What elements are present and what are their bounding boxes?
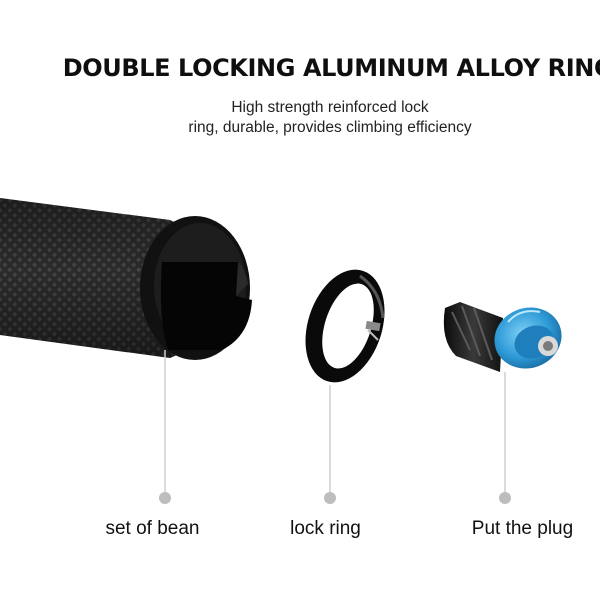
grip-image [0, 198, 252, 360]
subtitle-line-1: High strength reinforced lock [231, 99, 429, 116]
guide-line-ring [324, 385, 336, 504]
heading-subtitle: High strength reinforced lock ring, dura… [150, 98, 510, 138]
guide-line-bean [159, 350, 171, 504]
label-put-the-plug: Put the plug [471, 518, 574, 539]
subtitle-line-2: ring, durable, provides climbing efficie… [188, 119, 472, 136]
guide-line-plug [499, 372, 511, 504]
label-lock-ring: lock ring [290, 518, 361, 539]
lock-ring-image [305, 269, 385, 383]
heading-title: DOUBLE LOCKING ALUMINUM ALLOY RING [62, 54, 600, 82]
plug-image [443, 302, 562, 372]
label-set-of-bean: set of bean [105, 518, 200, 539]
